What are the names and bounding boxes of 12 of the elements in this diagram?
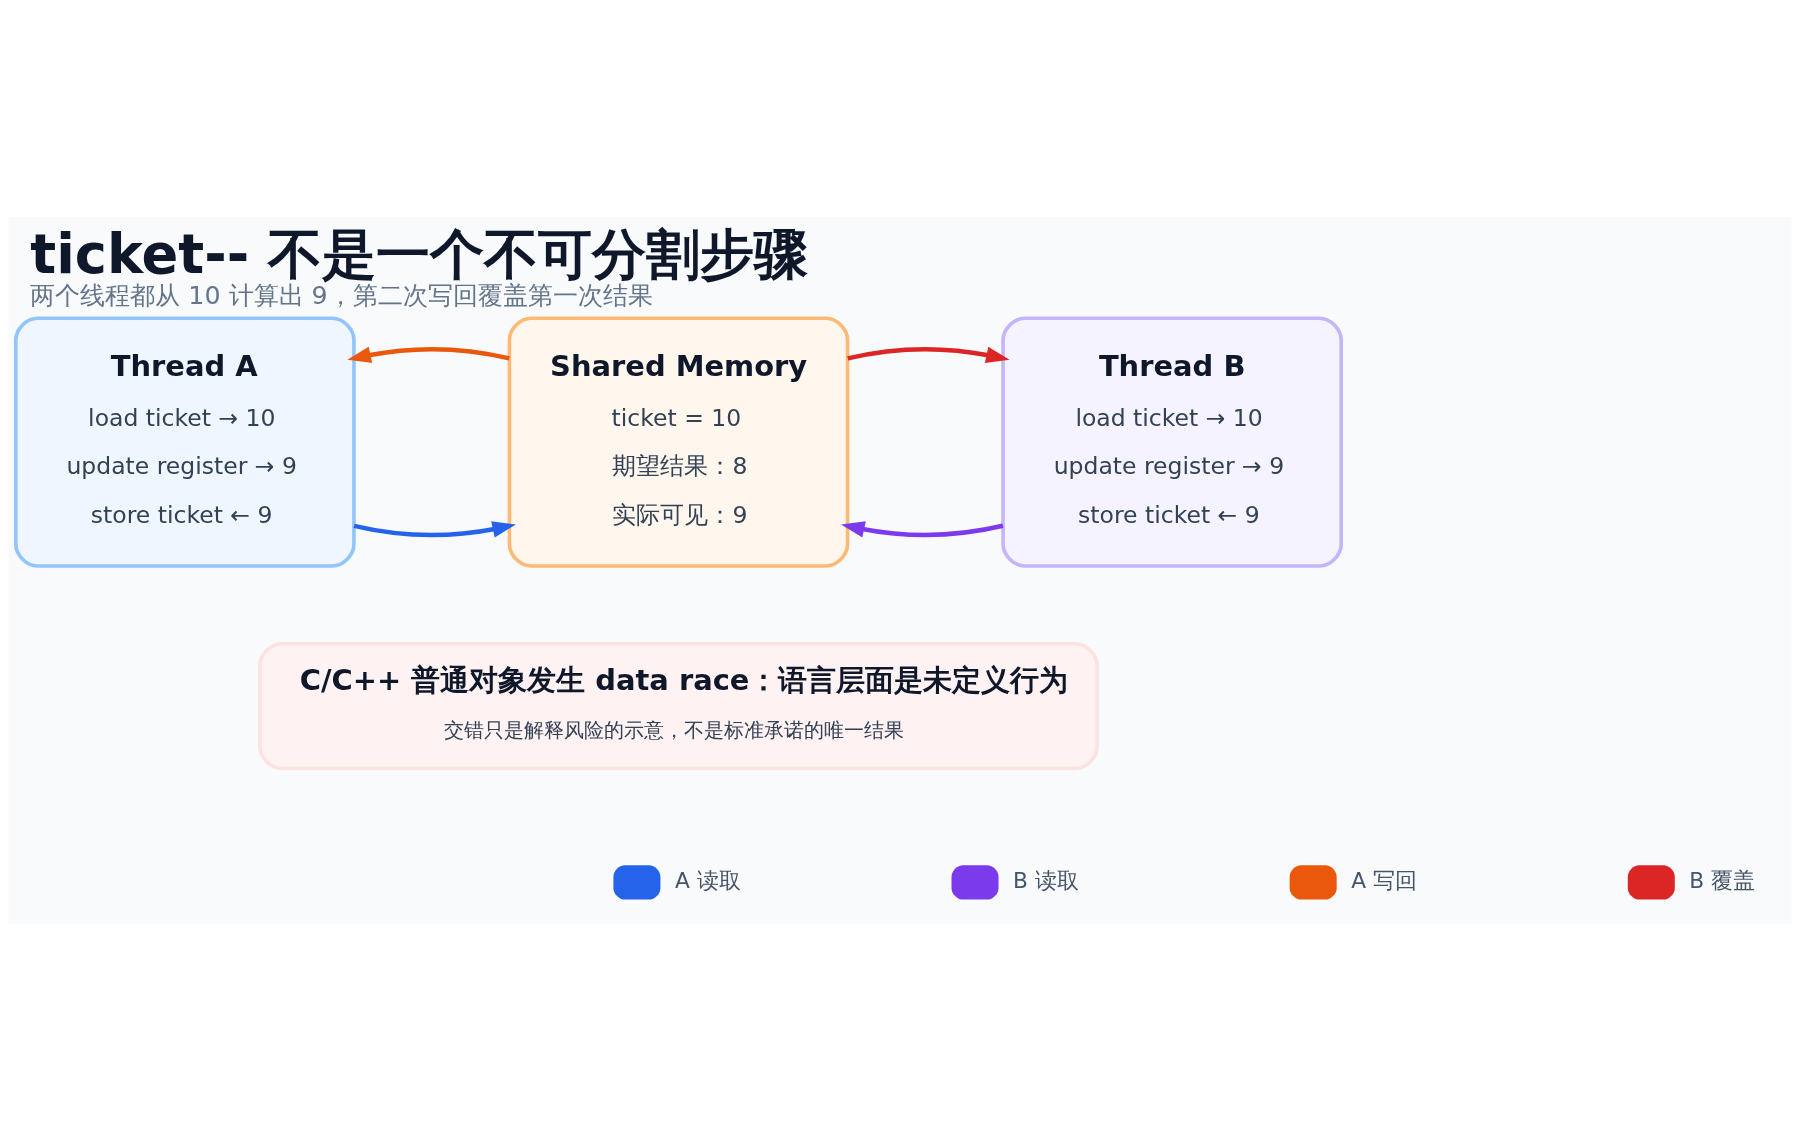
legend-label: B 读取	[1013, 867, 1079, 893]
arrow	[847, 346, 1010, 363]
arrow	[841, 520, 1004, 537]
arrow	[353, 520, 516, 537]
legend-label: B 覆盖	[1689, 867, 1756, 893]
legend-label: A 读取	[674, 867, 741, 893]
node-box: Thread B load ticket → 10 update register → 9 store ticket ← 9	[1001, 315, 1343, 568]
arrow	[347, 346, 510, 363]
node-box: Thread A load ticket → 10 update register → 9 store ticket ← 9	[14, 315, 356, 568]
legend-label: A 写回	[1351, 867, 1417, 893]
node-box: Shared Memory ticket = 10 期望结果：8 实际可见：9	[507, 315, 850, 568]
node-box: C/C++ 普通对象发生 data race：语言层面是未定义行为 交错只是解释风险的示意，不是标准承诺的唯一结果	[258, 641, 1099, 770]
